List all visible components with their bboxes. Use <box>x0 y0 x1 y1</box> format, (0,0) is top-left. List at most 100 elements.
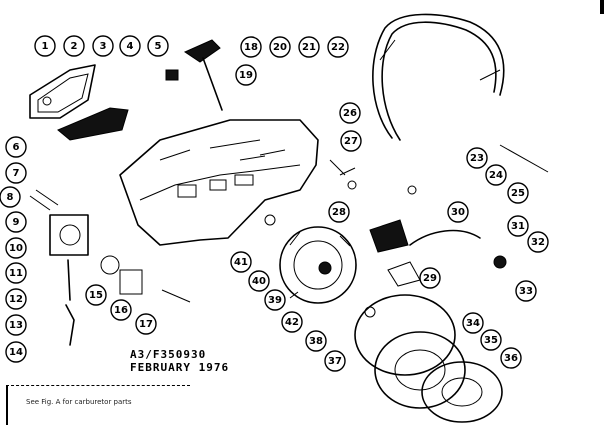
callout-36: 36 <box>500 347 522 369</box>
callout-28: 28 <box>328 201 350 223</box>
document-code: A3/F350930 <box>130 348 207 361</box>
air-filter-cover <box>29 64 96 119</box>
callout-label: 8 <box>7 192 14 203</box>
callout-24: 24 <box>485 164 507 186</box>
callout-label: 42 <box>285 317 299 328</box>
callout-label: 41 <box>234 257 248 268</box>
callout-label: 26 <box>343 108 357 119</box>
callout-40: 40 <box>248 270 270 292</box>
callout-26: 26 <box>339 102 361 124</box>
callout-2: 2 <box>63 35 85 57</box>
callout-9: 9 <box>5 211 27 233</box>
callout-label: 34 <box>466 318 480 329</box>
callout-18: 18 <box>240 36 262 58</box>
callout-label: 13 <box>9 320 23 331</box>
callout-label: 21 <box>302 42 316 53</box>
callout-13: 13 <box>5 314 27 336</box>
callout-32: 32 <box>527 231 549 253</box>
callout-34: 34 <box>462 312 484 334</box>
callout-label: 27 <box>344 136 358 147</box>
callout-12: 12 <box>5 288 27 310</box>
callout-label: 23 <box>470 153 484 164</box>
callout-label: 31 <box>511 221 525 232</box>
callout-29: 29 <box>419 267 441 289</box>
note-box: See Fig. A for carburetor parts <box>6 385 190 425</box>
callout-31: 31 <box>507 215 529 237</box>
callout-label: 11 <box>9 268 23 279</box>
callout-label: 25 <box>511 188 525 199</box>
callout-27: 27 <box>340 130 362 152</box>
callout-label: 12 <box>9 294 23 305</box>
starter-pulley <box>354 294 503 423</box>
callout-1: 1 <box>34 35 56 57</box>
callout-14: 14 <box>5 341 27 363</box>
callout-20: 20 <box>269 36 291 58</box>
callout-7: 7 <box>5 162 27 184</box>
callout-22: 22 <box>327 36 349 58</box>
callout-42: 42 <box>281 311 303 333</box>
callout-30: 30 <box>447 201 469 223</box>
callout-17: 17 <box>135 313 157 335</box>
callout-label: 33 <box>519 286 533 297</box>
callout-label: 30 <box>451 207 465 218</box>
flywheel <box>279 226 357 304</box>
callout-label: 36 <box>504 353 518 364</box>
callout-label: 19 <box>239 70 253 81</box>
callout-label: 35 <box>484 335 498 346</box>
callout-label: 29 <box>423 273 437 284</box>
callout-label: 22 <box>331 42 345 53</box>
callout-label: 3 <box>100 41 107 52</box>
callout-label: 38 <box>309 336 323 347</box>
callout-19: 19 <box>235 64 257 86</box>
small-parts <box>100 144 549 318</box>
callout-label: 24 <box>489 170 503 181</box>
callout-label: 37 <box>328 356 342 367</box>
callout-16: 16 <box>110 299 132 321</box>
callout-label: 20 <box>273 42 287 53</box>
callout-label: 4 <box>127 41 134 52</box>
callout-label: 1 <box>42 41 49 52</box>
callout-label: 39 <box>268 295 282 306</box>
corner-mark <box>600 0 604 14</box>
callout-label: 6 <box>13 142 20 153</box>
ignition-coil <box>369 219 507 269</box>
crankcase-housing <box>119 119 319 246</box>
carburetor-note: See Fig. A for carburetor parts <box>26 398 132 406</box>
callout-label: 10 <box>9 243 23 254</box>
callout-label: 28 <box>332 207 346 218</box>
carburetor <box>29 189 89 346</box>
callout-39: 39 <box>264 289 286 311</box>
callout-21: 21 <box>298 36 320 58</box>
callout-35: 35 <box>480 329 502 351</box>
callout-label: 2 <box>71 41 78 52</box>
handle-bar <box>372 13 505 141</box>
callout-4: 4 <box>119 35 141 57</box>
callout-label: 15 <box>89 290 103 301</box>
callout-33: 33 <box>515 280 537 302</box>
callout-label: 17 <box>139 319 153 330</box>
callout-15: 15 <box>85 284 107 306</box>
choke-knob <box>165 39 223 111</box>
document-date: FEBRUARY 1976 <box>130 361 230 374</box>
callout-41: 41 <box>230 251 252 273</box>
callout-label: 5 <box>155 41 162 52</box>
callout-3: 3 <box>92 35 114 57</box>
callout-10: 10 <box>5 237 27 259</box>
callout-37: 37 <box>324 350 346 372</box>
callout-label: 32 <box>531 237 545 248</box>
callout-11: 11 <box>5 262 27 284</box>
callout-25: 25 <box>507 182 529 204</box>
callout-6: 6 <box>5 136 27 158</box>
callout-label: 7 <box>13 168 20 179</box>
callout-label: 16 <box>114 305 128 316</box>
air-filter-element <box>57 107 129 141</box>
callout-label: 9 <box>13 217 20 228</box>
callout-label: 14 <box>9 347 23 358</box>
callout-label: 18 <box>244 42 258 53</box>
callout-5: 5 <box>147 35 169 57</box>
callout-8: 8 <box>0 186 21 208</box>
callout-label: 40 <box>252 276 266 287</box>
callout-38: 38 <box>305 330 327 352</box>
callout-23: 23 <box>466 147 488 169</box>
